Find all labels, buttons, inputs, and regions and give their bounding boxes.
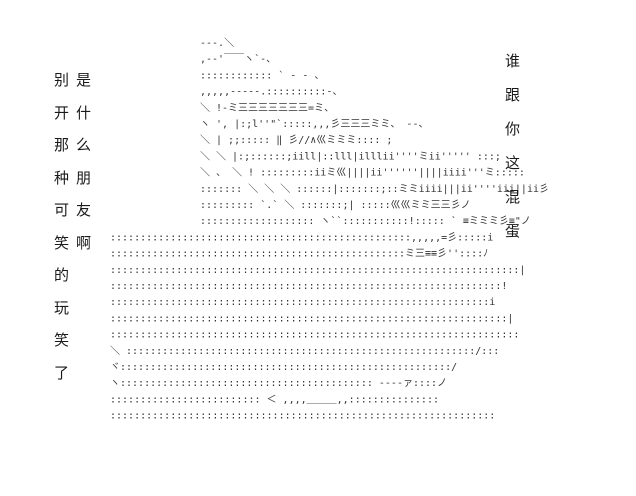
vertical-char: 别 (54, 71, 70, 89)
vertical-char: 混 (505, 188, 521, 206)
ascii-art-row: ＼ 、 ＼ ! :::::::::iiミ巛||||ii''''''||||iii… (200, 167, 525, 179)
ascii-art-row: ,,,,,-‐‐‐‐.::::::::::‐、 (200, 87, 342, 98)
second-vertical-text-column: 是 什 么 朋 友 啊 (76, 73, 91, 268)
vertical-char: 你 (505, 120, 521, 138)
ascii-art-row: ヽ:::::::::::::::::::::::::::::::::::::::… (110, 378, 447, 389)
ascii-art-rows: ‐‐‐.＼ ,‐‐'￣￣ヽ`‐、 :::::::::::: ` ‐ - 、 ,,… (110, 37, 549, 422)
vertical-char: 开 (54, 103, 70, 122)
ascii-art-row: ::::::::::::::::::: ヽ``:::::::::::!:::::… (200, 215, 531, 227)
vertical-char: 么 (76, 136, 92, 154)
vertical-char: 可 (54, 201, 70, 219)
ascii-art-row: ::::::::::::::::::::::::::::::::::::::::… (110, 249, 488, 260)
vertical-char: 蛋 (505, 222, 521, 240)
right-vertical-text-column: 谁 跟 你 这 混 蛋 (505, 54, 520, 258)
ascii-art-row: ::::::::::::::::::::::::::::::::::::::::… (110, 411, 495, 422)
left-vertical-text-column: 别 开 那 种 可 笑 的 玩 笑 了 (54, 73, 69, 398)
vertical-char: 是 (76, 71, 92, 89)
vertical-char: 什 (76, 103, 92, 122)
vertical-char: 的 (54, 266, 70, 284)
ascii-art-row: ::::::::::::::::::::::::: ＜ ,,,,＿＿＿,,:::… (110, 394, 439, 405)
vertical-char: 谁 (505, 52, 521, 70)
vertical-char: 笑 (54, 331, 70, 349)
ascii-art-row: ::::::::::::::::::::::::::::::::::::::::… (110, 297, 495, 308)
ascii-art-row: ‐‐‐.＼ (200, 37, 234, 49)
ascii-art-row: ＼ | ;;::::: ‖ 彡//∧巛ミミミ:::: ; (200, 134, 392, 146)
ascii-art-row: ::::::::::::::::::::::::::::::::::::::::… (110, 232, 493, 243)
vertical-char: 那 (54, 136, 70, 154)
ascii-art-row: ヾ:::::::::::::::::::::::::::::::::::::::… (110, 362, 457, 373)
vertical-char: 跟 (505, 86, 521, 104)
vertical-char: 这 (505, 154, 521, 172)
ascii-art-row: ::::::::::::::::::::::::::::::::::::::::… (110, 281, 507, 292)
ascii-art-row: ::::::: ＼ ＼ ＼ ::::::|:::::::;::ミミiiii|||… (200, 183, 549, 195)
ascii-art-row: ＼ !‐ミ三三三三三三三=ミ、 (200, 102, 334, 114)
vertical-char: 啊 (76, 233, 92, 252)
vertical-char: 笑 (54, 233, 70, 252)
ascii-art-row: ＼ ::::::::::::::::::::::::::::::::::::::… (110, 345, 499, 357)
ascii-art-row: ,‐‐'￣￣ヽ`‐、 (200, 52, 276, 65)
ascii-art-row: ::::::::: `.` ＼ :::::::;| :::::巛巛ミミ三三彡ノ (200, 199, 471, 211)
vertical-char: 玩 (54, 298, 70, 317)
ascii-art-row: ::::::::::::::::::::::::::::::::::::::::… (110, 265, 525, 276)
vertical-char: 种 (54, 168, 70, 187)
ascii-art-row: ＼ ＼ |:;::::::;iill|::lll|illlii''''ミii''… (200, 150, 501, 162)
ascii-art-row: ::::::::::::::::::::::::::::::::::::::::… (110, 330, 519, 341)
ascii-art-row: :::::::::::: ` ‐ - 、 (200, 69, 324, 81)
vertical-char: 朋 (76, 168, 92, 187)
vertical-char: 友 (76, 201, 92, 219)
ascii-art-row: ::::::::::::::::::::::::::::::::::::::::… (110, 313, 513, 324)
vertical-char: 了 (54, 363, 70, 382)
ascii-art-row: ヽ ', |:;l''"`:::::,,,彡三三三ミミ、 ‐‐、 (200, 118, 428, 130)
